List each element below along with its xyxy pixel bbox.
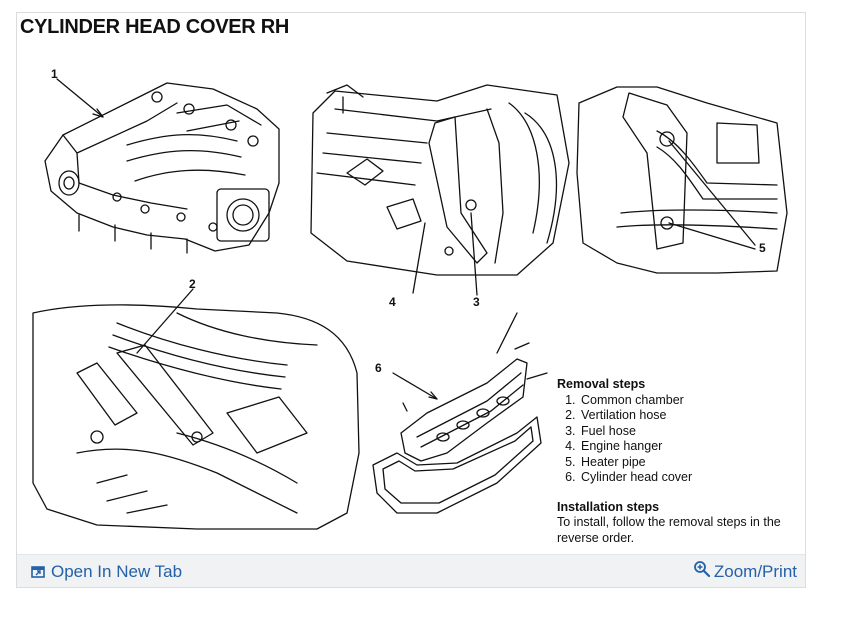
ventilation-hose-drawing: [32, 288, 360, 530]
removal-step: Cylinder head cover: [579, 470, 797, 486]
callout-6: 6: [375, 361, 382, 375]
heater-pipe-drawing: [576, 86, 788, 274]
installation-steps-text: To install, follow the removal steps in …: [557, 515, 781, 545]
removal-steps-list: Common chamber Vertilation hose Fuel hos…: [557, 393, 797, 486]
callout-5: 5: [759, 241, 766, 255]
cylinder-head-cover-drawing: [372, 312, 548, 514]
removal-step: Heater pipe: [579, 455, 797, 471]
diagram-figure: CYLINDER HEAD COVER RH: [17, 13, 807, 557]
zoom-in-icon: [693, 561, 710, 578]
engine-hanger-drawing: [310, 84, 570, 296]
removal-step: Fuel hose: [579, 424, 797, 440]
installation-steps-heading: Installation steps: [557, 499, 660, 514]
open-in-new-tab-link[interactable]: Open In New Tab: [31, 562, 182, 582]
callout-2: 2: [189, 277, 196, 291]
removal-step: Common chamber: [579, 393, 797, 409]
callout-3: 3: [473, 295, 480, 309]
open-in-new-tab-icon: [31, 566, 45, 578]
diagram-title: CYLINDER HEAD COVER RH: [20, 16, 289, 38]
open-in-new-tab-label: Open In New Tab: [51, 562, 183, 581]
diagram-card: CYLINDER HEAD COVER RH: [16, 12, 806, 588]
zoom-print-link[interactable]: Zoom/Print: [693, 561, 797, 582]
engine-illustration: [32, 78, 788, 530]
zoom-print-label: Zoom/Print: [713, 562, 797, 581]
callout-4: 4: [389, 295, 396, 309]
removal-step: Vertilation hose: [579, 408, 797, 424]
removal-steps-heading: Removal steps: [557, 377, 646, 391]
callout-1: 1: [51, 67, 58, 81]
common-chamber-drawing: [44, 78, 280, 254]
card-footer: Open In New Tab Zoom/Print: [17, 554, 805, 587]
steps-panel: Removal steps Common chamber Vertilation…: [557, 377, 797, 546]
removal-step: Engine hanger: [579, 439, 797, 455]
